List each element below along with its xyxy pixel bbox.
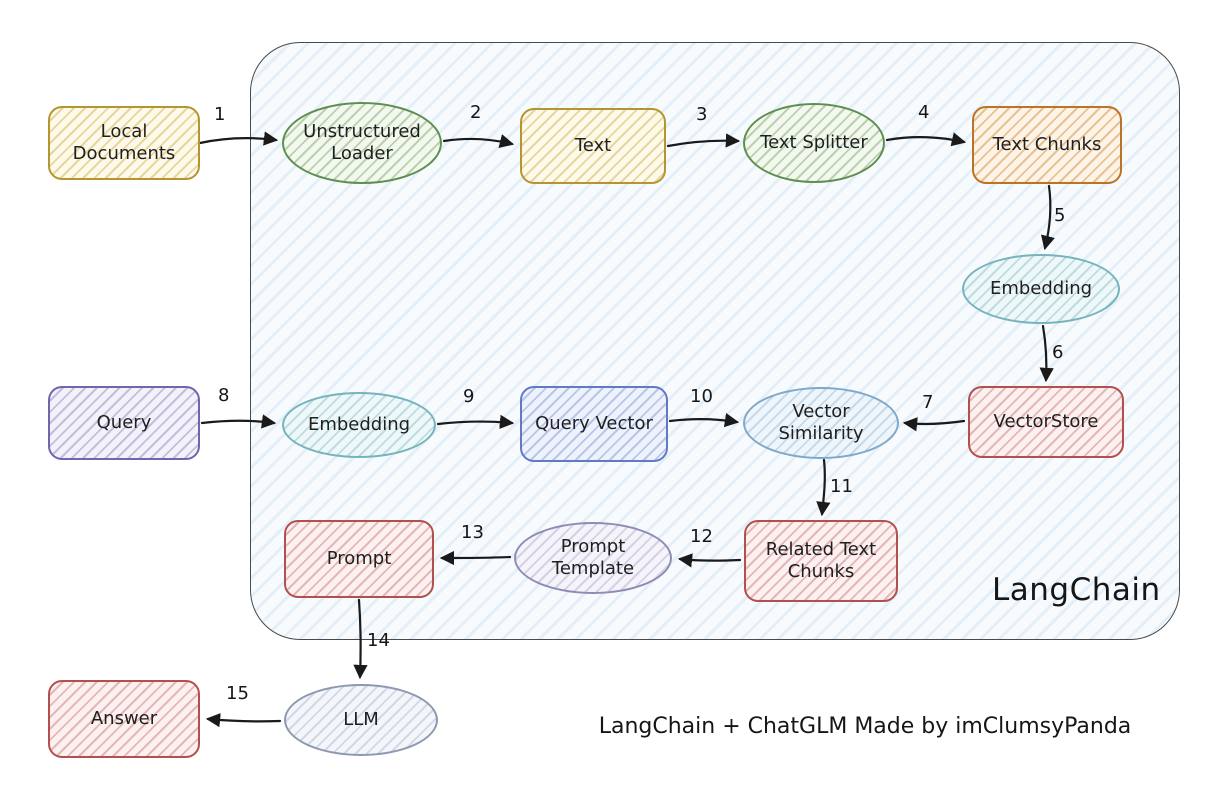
node-text-splitter: Text Splitter — [743, 103, 885, 183]
node-label: VectorStore — [993, 410, 1099, 432]
edge-label-15: 15 — [226, 683, 249, 704]
edge-label-10: 10 — [690, 386, 713, 407]
node-label: Text — [574, 134, 612, 156]
node-llm: LLM — [284, 684, 438, 756]
node-text-chunks: Text Chunks — [972, 106, 1122, 184]
edge-label-12: 12 — [690, 526, 713, 547]
node-answer: Answer — [48, 680, 200, 758]
node-vectorstore: VectorStore — [968, 386, 1124, 458]
node-label: Unstructured Loader — [303, 120, 421, 165]
node-label: Text Splitter — [760, 131, 868, 153]
node-label: Query Vector — [535, 412, 653, 434]
diagram-caption: LangChain + ChatGLM Made by imClumsyPand… — [598, 714, 1132, 739]
node-related-text-chunks: Related Text Chunks — [744, 520, 898, 602]
edge-label-2: 2 — [470, 102, 482, 123]
node-prompt: Prompt — [284, 520, 434, 598]
node-label: Embedding — [307, 413, 411, 435]
node-text: Text — [520, 108, 666, 184]
node-embedding-doc: Embedding — [962, 254, 1120, 324]
node-label: Vector Similarity — [778, 400, 864, 445]
node-label: Local Documents — [72, 120, 176, 165]
node-label: Embedding — [989, 277, 1093, 299]
edge-label-13: 13 — [461, 522, 484, 543]
node-label: Related Text Chunks — [765, 538, 877, 583]
edge-label-4: 4 — [918, 102, 930, 123]
arrow-15 — [205, 712, 282, 728]
node-prompt-template: Prompt Template — [514, 522, 672, 594]
edge-label-1: 1 — [214, 104, 226, 125]
edge-label-9: 9 — [463, 386, 475, 407]
node-label: Prompt Template — [551, 535, 635, 580]
edge-label-11: 11 — [830, 476, 853, 497]
node-embedding-query: Embedding — [282, 392, 436, 458]
node-query-vector: Query Vector — [520, 386, 668, 462]
node-unstructured-loader: Unstructured Loader — [282, 102, 442, 184]
edge-label-5: 5 — [1054, 205, 1066, 226]
edge-label-14: 14 — [367, 630, 390, 651]
edge-label-7: 7 — [922, 392, 934, 413]
node-local-documents: Local Documents — [48, 106, 200, 180]
node-query: Query — [48, 386, 200, 460]
node-label: Query — [96, 411, 152, 433]
langchain-container-label: LangChain — [992, 572, 1161, 608]
edge-label-3: 3 — [696, 104, 708, 125]
node-label: Text Chunks — [992, 133, 1102, 155]
node-label: LLM — [343, 708, 379, 730]
edge-label-6: 6 — [1052, 342, 1064, 363]
node-label: Answer — [90, 707, 158, 729]
edge-label-8: 8 — [218, 385, 230, 406]
node-label: Prompt — [326, 547, 392, 569]
node-vector-similarity: Vector Similarity — [743, 387, 899, 459]
